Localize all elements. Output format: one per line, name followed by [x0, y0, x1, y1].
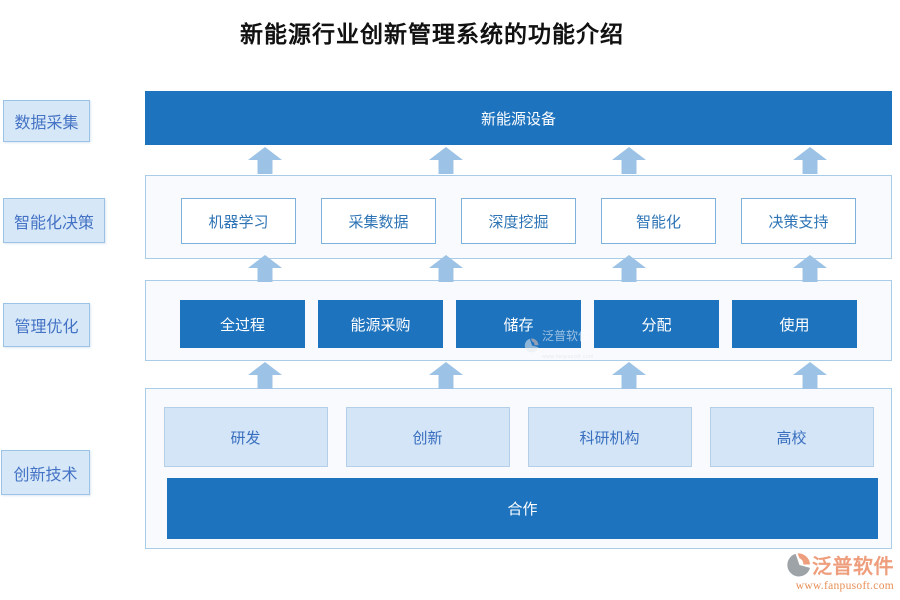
- box-label: 全过程: [219, 317, 265, 334]
- fanpu-logo-icon: [787, 552, 811, 576]
- box-label: 决策支持: [768, 214, 829, 231]
- management-box-whole-process: 全过程: [180, 300, 305, 348]
- innovation-box-universities: 高校: [709, 407, 874, 467]
- up-arrow-icon: [793, 255, 827, 282]
- top-bar-label: 新能源设备: [480, 111, 556, 128]
- up-arrow-icon: [612, 147, 646, 174]
- side-label-text: 智能化决策: [13, 214, 94, 232]
- decision-box-collect-data: 采集数据: [321, 198, 436, 244]
- side-label-text: 数据采集: [14, 115, 79, 132]
- decision-row-container: 机器学习 采集数据 深度挖掘 智能化 决策支持: [145, 175, 892, 259]
- top-bar-new-energy-equipment: 新能源设备: [145, 91, 892, 145]
- cooperation-bar: 合作: [167, 478, 878, 539]
- side-label-innovation-technology: 创新技术: [1, 450, 90, 495]
- management-box-energy-procurement: 能源采购: [318, 300, 443, 348]
- box-label: 分配: [641, 317, 672, 334]
- decision-box-machine-learning: 机器学习: [181, 198, 296, 244]
- up-arrow-icon: [612, 255, 646, 282]
- box-label: 科研机构: [579, 430, 640, 447]
- decision-box-decision-support: 决策支持: [741, 198, 856, 244]
- box-label: 使用: [779, 317, 810, 334]
- box-label: 深度挖掘: [488, 214, 549, 231]
- up-arrow-icon: [429, 147, 463, 174]
- side-label-text: 创新技术: [13, 466, 78, 484]
- innovation-box-research-institutions: 科研机构: [527, 407, 692, 467]
- up-arrow-icon: [429, 255, 463, 282]
- box-label: 能源采购: [350, 317, 411, 334]
- decision-box-intelligence: 智能化: [601, 198, 716, 244]
- up-arrow-icon: [248, 147, 282, 174]
- box-label: 智能化: [635, 214, 681, 231]
- side-label-management-optimization: 管理优化: [3, 303, 90, 347]
- management-box-distribution: 分配: [594, 300, 719, 348]
- innovation-box-innovation: 创新: [345, 407, 510, 467]
- up-arrow-icon: [793, 147, 827, 174]
- management-row-container: 全过程 能源采购 储存 分配 使用: [145, 280, 892, 361]
- cooperation-bar-label: 合作: [507, 502, 538, 518]
- box-label: 研发: [230, 430, 261, 447]
- management-box-usage: 使用: [732, 300, 857, 348]
- side-label-text: 管理优化: [14, 319, 79, 336]
- up-arrow-icon: [612, 362, 646, 389]
- box-label: 创新: [412, 430, 443, 447]
- up-arrow-icon: [793, 362, 827, 389]
- vendor-logo-url: www.fanpusoft.com: [795, 580, 894, 592]
- box-label: 采集数据: [348, 214, 409, 231]
- up-arrow-icon: [248, 362, 282, 389]
- box-label: 储存: [503, 317, 534, 334]
- decision-box-deep-mining: 深度挖掘: [461, 198, 576, 244]
- side-label-data-collection: 数据采集: [3, 100, 90, 142]
- management-box-storage: 储存: [456, 300, 581, 348]
- page-title: 新能源行业创新管理系统的功能介绍: [240, 21, 624, 48]
- side-label-intelligent-decision: 智能化决策: [3, 198, 105, 243]
- up-arrow-icon: [429, 362, 463, 389]
- box-label: 高校: [776, 430, 807, 447]
- innovation-box-rnd: 研发: [163, 407, 328, 467]
- box-label: 机器学习: [208, 214, 269, 231]
- up-arrow-icon: [248, 255, 282, 282]
- vendor-logo: 泛普软件 www.fanpusoft.com: [786, 550, 894, 592]
- vendor-logo-name: 泛普软件: [812, 556, 894, 578]
